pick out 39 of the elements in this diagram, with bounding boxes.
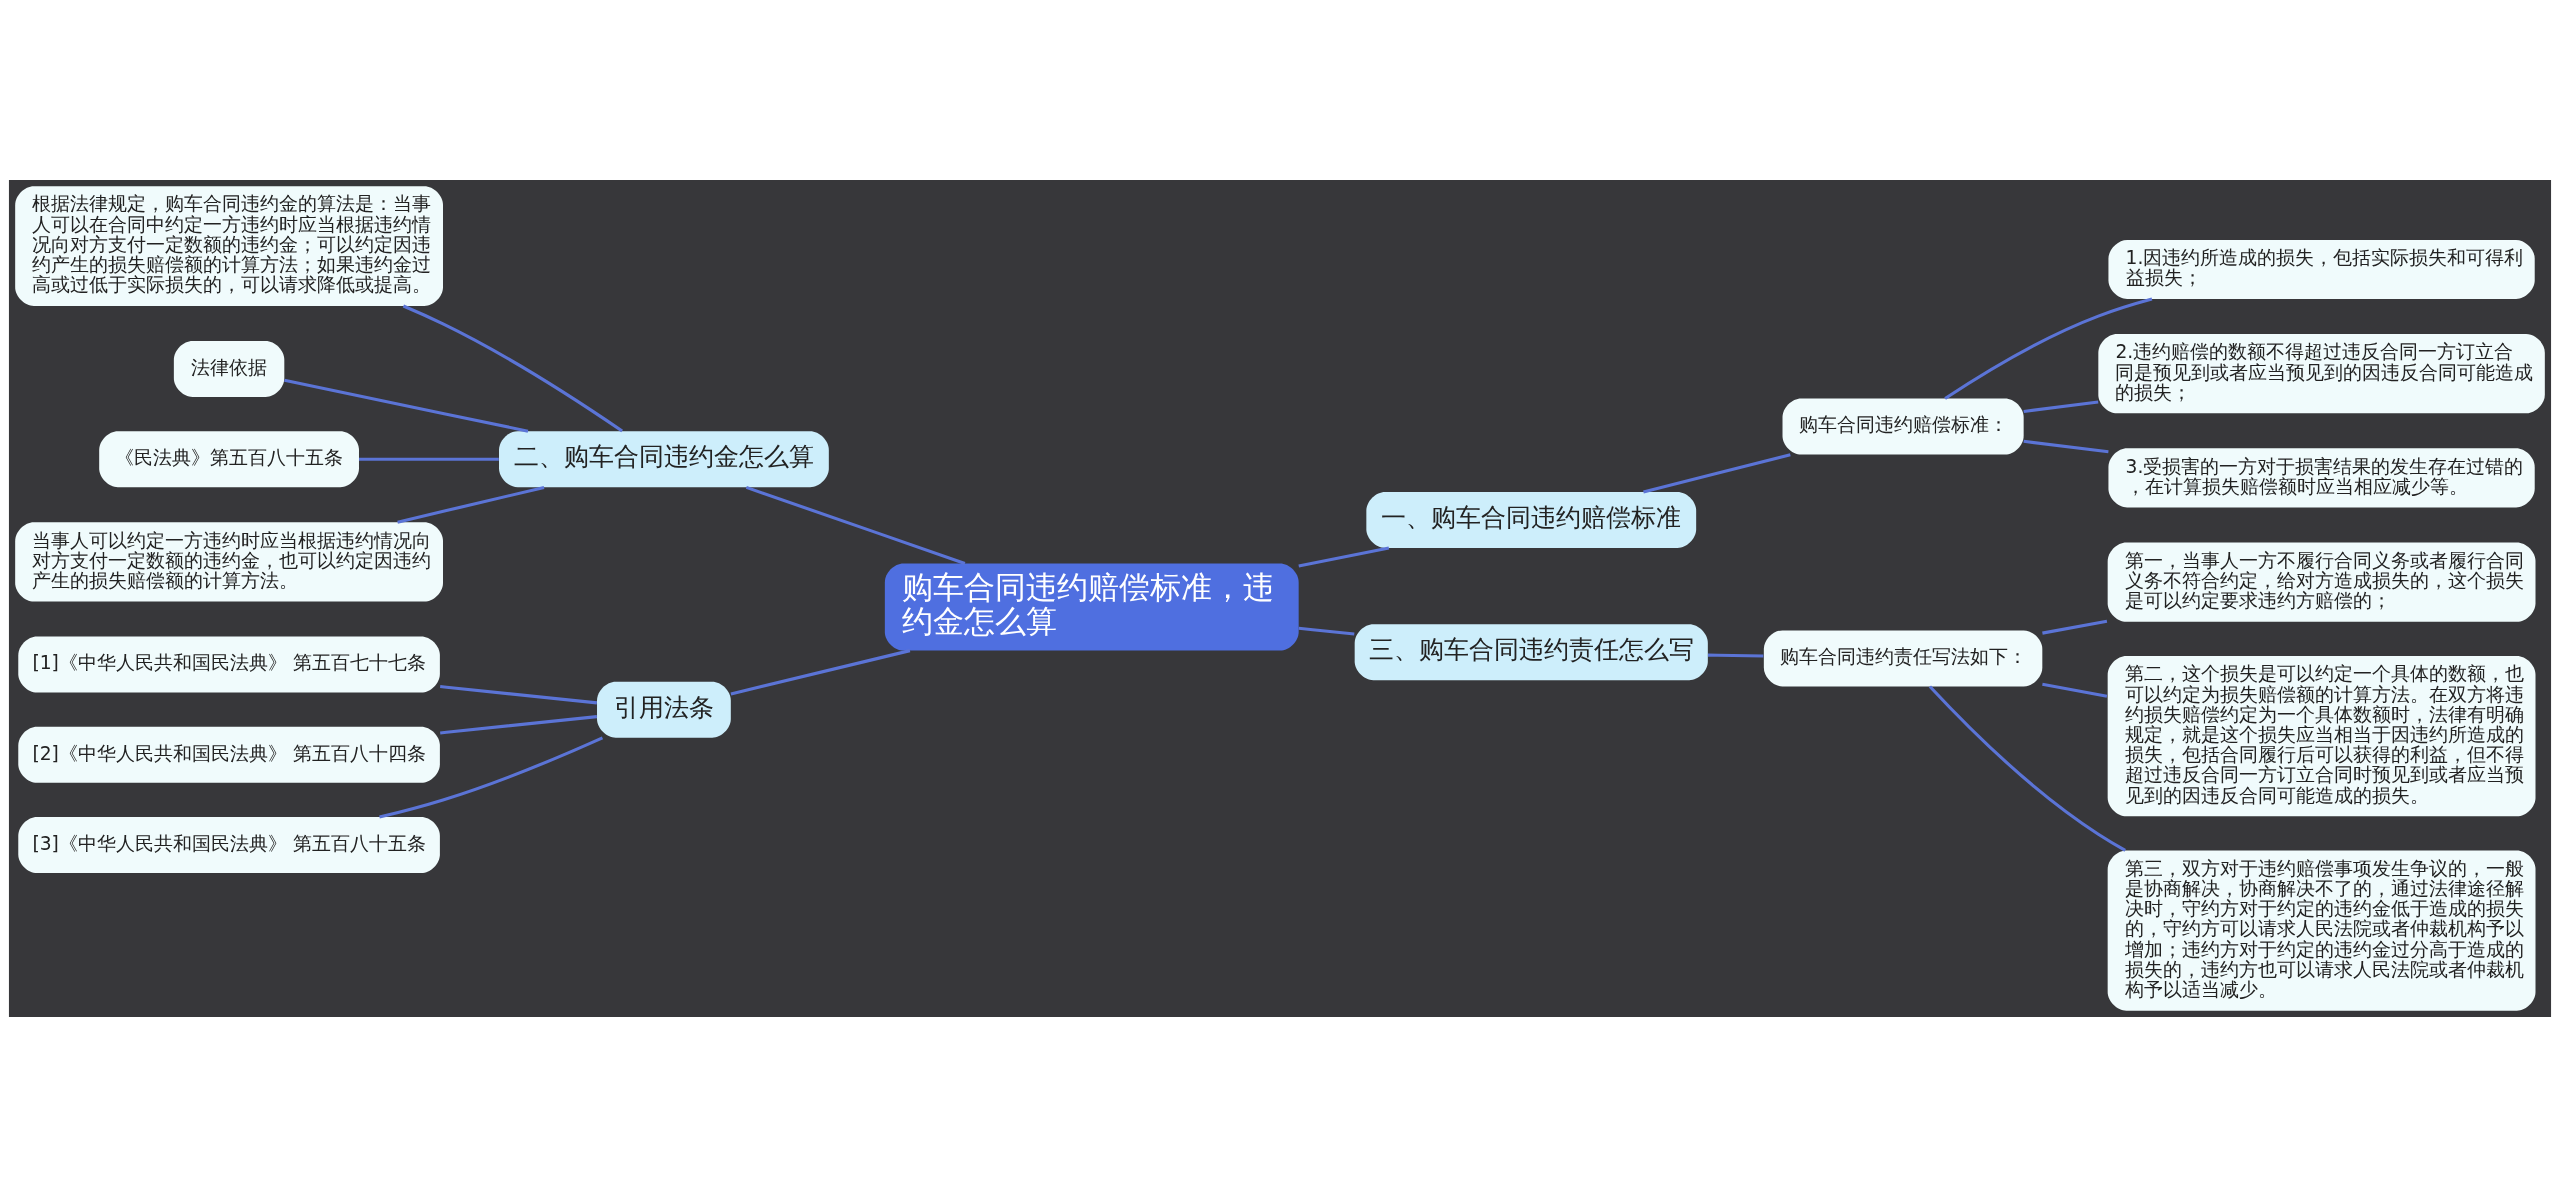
connector	[440, 685, 598, 705]
node-box: 《民法典》第五百八十五条	[99, 431, 359, 488]
connector	[397, 485, 545, 524]
connector	[402, 304, 623, 433]
connector	[440, 715, 598, 735]
connector	[745, 485, 966, 565]
node-box: 二、购车合同违约金怎么算	[499, 431, 829, 488]
connector	[284, 378, 529, 433]
node-box: 第二，这个损失是可以约定一个具体的数额，也可以约定为损失赔偿额的计算方法。在双方将违约损失赔偿约定为一个具体数额时，法律有明确规定，就是这个损失应当相当于因违约所造成的损失，包括合同履行后可以获得的利益，但不得超过违反合同一方订立合同时预见到或者应当预见到的因违反合同可能造成的损失。	[2107, 656, 2536, 817]
connector	[1643, 453, 1791, 494]
node-box: 2.违约赔偿的数额不得超过违反合同一方订立合同是预见到或者应当预见到的因违反合同可能造成的损失；	[2098, 334, 2545, 414]
connector	[730, 649, 911, 696]
connector	[1298, 546, 1390, 568]
node-box: 一、购车合同违约赔偿标准	[1366, 491, 1697, 548]
connector	[2042, 682, 2108, 698]
node-box: 1.因违约所造成的损失，包括实际损失和可得利益损失；	[2108, 239, 2535, 299]
node-box: 根据法律规定，购车合同违约金的算法是：当事人可以在合同中约定一方违约时应当根据违约情况向对方支付一定数额的违约金；可以约定因违约产生的损失赔偿额的计算方法；如果违约金过高或过低于实际损失的，可以请求降低或提高。	[15, 186, 443, 306]
node-box: [3]《中华人民共和国民法典》 第五百八十五条	[18, 817, 440, 874]
node-box: 购车合同违约赔偿标准：	[1782, 398, 2024, 455]
node-box: [1]《中华人民共和国民法典》 第五百七十七条	[18, 636, 440, 693]
node-box: 当事人可以约定一方违约时应当根据违约情况向对方支付一定数额的违约金，也可以约定因违约产生的损失赔偿额的计算方法。	[15, 522, 443, 602]
connector	[1298, 626, 1355, 636]
node-box: 第一，当事人一方不履行合同义务或者履行合同义务不符合约定，给对方造成损失的，这个损失是可以约定要求违约方赔偿的；	[2107, 542, 2536, 622]
node-box: 法律依据	[173, 341, 285, 398]
connector	[1928, 685, 2126, 852]
node-box: 购车合同违约责任写法如下：	[1763, 630, 2043, 687]
connector	[2023, 439, 2109, 454]
node-box: 3.受损害的一方对于损害结果的发生存在过错的，在计算损失赔偿额时应当相应减少等。	[2108, 448, 2535, 508]
node-box: 引用法条	[597, 681, 731, 738]
connector	[359, 457, 499, 461]
connector	[2023, 400, 2099, 413]
connector	[379, 736, 604, 819]
node-box: [2]《中华人民共和国民法典》 第五百八十四条	[18, 726, 440, 783]
node-box: 第三，双方对于违约赔偿事项发生争议的，一般是协商解决，协商解决不了的，通过法律途径解决时，守约方对于约定的违约金低于造成的损失的，守约方可以请求人民法院或者仲裁机构予以增加；违约方对于约定的违约金过分高于造成的损失的，违约方也可以请求人民法院或者仲裁机构予以适当减少。	[2107, 850, 2536, 1011]
node-box: 购车合同违约赔偿标准，违约金怎么算	[884, 563, 1299, 651]
node-box: 三、购车合同违约责任怎么写	[1354, 624, 1708, 681]
connector	[1707, 653, 1764, 658]
connector	[2042, 619, 2108, 635]
connector	[1944, 297, 2153, 400]
